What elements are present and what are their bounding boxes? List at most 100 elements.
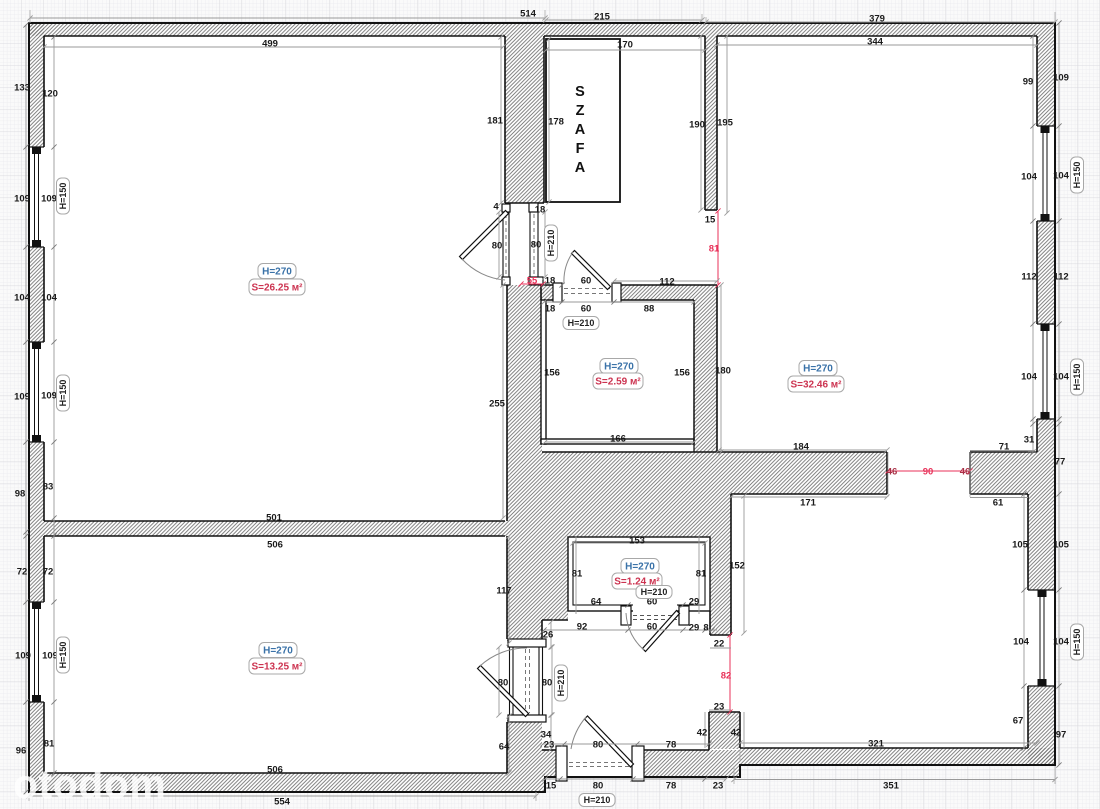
svg-text:72: 72 bbox=[17, 567, 28, 578]
svg-text:109: 109 bbox=[41, 391, 57, 402]
svg-text:104: 104 bbox=[1053, 171, 1070, 182]
svg-text:29: 29 bbox=[689, 597, 700, 608]
svg-text:55: 55 bbox=[527, 276, 538, 287]
svg-text:554: 554 bbox=[274, 797, 291, 808]
svg-text:379: 379 bbox=[869, 14, 885, 25]
svg-text:H=270: H=270 bbox=[263, 645, 293, 656]
svg-text:133: 133 bbox=[14, 83, 30, 94]
svg-text:81: 81 bbox=[44, 739, 55, 750]
svg-text:178: 178 bbox=[548, 117, 564, 128]
svg-text:166: 166 bbox=[610, 434, 626, 445]
svg-text:H=210: H=210 bbox=[546, 230, 556, 257]
svg-text:H=270: H=270 bbox=[625, 561, 655, 572]
svg-text:80: 80 bbox=[542, 678, 553, 689]
svg-text:190: 190 bbox=[689, 120, 705, 131]
svg-text:67: 67 bbox=[1013, 716, 1024, 727]
svg-text:109: 109 bbox=[41, 194, 57, 205]
svg-text:A: A bbox=[575, 122, 586, 138]
svg-text:18: 18 bbox=[535, 205, 546, 216]
svg-text:104: 104 bbox=[1053, 637, 1070, 648]
svg-text:S=32.46 м²: S=32.46 м² bbox=[790, 379, 842, 390]
svg-text:60: 60 bbox=[647, 597, 658, 608]
svg-text:499: 499 bbox=[262, 39, 278, 50]
svg-text:156: 156 bbox=[544, 368, 560, 379]
svg-text:H=210: H=210 bbox=[641, 587, 668, 597]
svg-text:H=210: H=210 bbox=[556, 670, 566, 697]
svg-text:321: 321 bbox=[868, 739, 885, 750]
svg-text:15: 15 bbox=[705, 215, 716, 226]
svg-text:H=150: H=150 bbox=[1072, 162, 1082, 189]
svg-text:60: 60 bbox=[581, 276, 592, 287]
svg-text:170: 170 bbox=[617, 40, 633, 51]
svg-text:105: 105 bbox=[1012, 540, 1029, 551]
svg-text:S=26.25 м²: S=26.25 м² bbox=[251, 282, 303, 293]
svg-text:104: 104 bbox=[1053, 372, 1070, 383]
svg-text:82: 82 bbox=[721, 671, 732, 682]
svg-text:78: 78 bbox=[666, 781, 677, 792]
svg-text:otodom: otodom bbox=[13, 761, 166, 807]
svg-text:96: 96 bbox=[16, 746, 27, 757]
svg-text:156: 156 bbox=[674, 368, 690, 379]
svg-text:98: 98 bbox=[15, 489, 26, 500]
svg-text:104: 104 bbox=[41, 293, 58, 304]
svg-text:72: 72 bbox=[43, 567, 54, 578]
svg-text:506: 506 bbox=[267, 540, 283, 551]
svg-text:109: 109 bbox=[14, 392, 30, 403]
svg-text:H=150: H=150 bbox=[58, 183, 68, 210]
svg-text:S=2.59 м²: S=2.59 м² bbox=[595, 376, 641, 387]
svg-text:18: 18 bbox=[545, 304, 556, 315]
svg-text:29: 29 bbox=[689, 623, 700, 634]
svg-text:181: 181 bbox=[487, 116, 504, 127]
svg-text:42: 42 bbox=[697, 728, 708, 739]
svg-text:112: 112 bbox=[1021, 272, 1036, 283]
svg-text:H=270: H=270 bbox=[803, 363, 833, 374]
svg-text:104: 104 bbox=[1021, 372, 1038, 383]
svg-text:117: 117 bbox=[496, 586, 511, 597]
svg-text:80: 80 bbox=[531, 240, 542, 251]
svg-text:61: 61 bbox=[993, 498, 1004, 509]
svg-text:112: 112 bbox=[1053, 272, 1068, 283]
svg-text:78: 78 bbox=[666, 740, 677, 751]
svg-text:15: 15 bbox=[546, 781, 557, 792]
svg-text:80: 80 bbox=[593, 781, 604, 792]
svg-text:153: 153 bbox=[629, 536, 645, 547]
svg-text:60: 60 bbox=[581, 304, 592, 315]
svg-text:90: 90 bbox=[923, 467, 934, 478]
svg-text:S: S bbox=[575, 84, 585, 100]
svg-text:81: 81 bbox=[572, 569, 583, 580]
svg-text:80: 80 bbox=[492, 241, 503, 252]
svg-text:46: 46 bbox=[960, 467, 971, 478]
svg-text:81: 81 bbox=[709, 244, 720, 255]
svg-text:83: 83 bbox=[43, 482, 54, 493]
svg-text:S=1.24 м²: S=1.24 м² bbox=[614, 576, 660, 587]
svg-text:104: 104 bbox=[1013, 637, 1030, 648]
svg-text:92: 92 bbox=[577, 622, 588, 633]
svg-text:8: 8 bbox=[703, 623, 708, 634]
svg-text:A: A bbox=[575, 160, 586, 176]
svg-text:180: 180 bbox=[715, 366, 731, 377]
svg-text:80: 80 bbox=[498, 678, 509, 689]
svg-text:104: 104 bbox=[1021, 172, 1038, 183]
svg-text:H=210: H=210 bbox=[568, 318, 595, 328]
svg-text:171: 171 bbox=[800, 498, 817, 509]
svg-text:23: 23 bbox=[544, 740, 555, 751]
svg-text:26: 26 bbox=[543, 630, 554, 641]
svg-text:501: 501 bbox=[266, 513, 283, 524]
svg-text:H=150: H=150 bbox=[58, 380, 68, 407]
svg-text:80: 80 bbox=[593, 740, 604, 751]
svg-text:64: 64 bbox=[591, 597, 602, 608]
svg-text:109: 109 bbox=[1053, 73, 1069, 84]
svg-text:S=13.25 м²: S=13.25 м² bbox=[251, 661, 303, 672]
svg-text:H=150: H=150 bbox=[1072, 629, 1082, 656]
svg-text:109: 109 bbox=[42, 651, 58, 662]
svg-text:60: 60 bbox=[647, 622, 658, 633]
svg-text:71: 71 bbox=[999, 442, 1010, 453]
svg-text:99: 99 bbox=[1023, 77, 1034, 88]
svg-text:Z: Z bbox=[576, 103, 585, 119]
svg-text:120: 120 bbox=[42, 89, 58, 100]
svg-text:64: 64 bbox=[499, 742, 510, 753]
svg-text:H=270: H=270 bbox=[604, 361, 634, 372]
svg-text:42: 42 bbox=[731, 728, 742, 739]
svg-text:81: 81 bbox=[696, 569, 707, 580]
svg-text:34: 34 bbox=[541, 730, 552, 741]
